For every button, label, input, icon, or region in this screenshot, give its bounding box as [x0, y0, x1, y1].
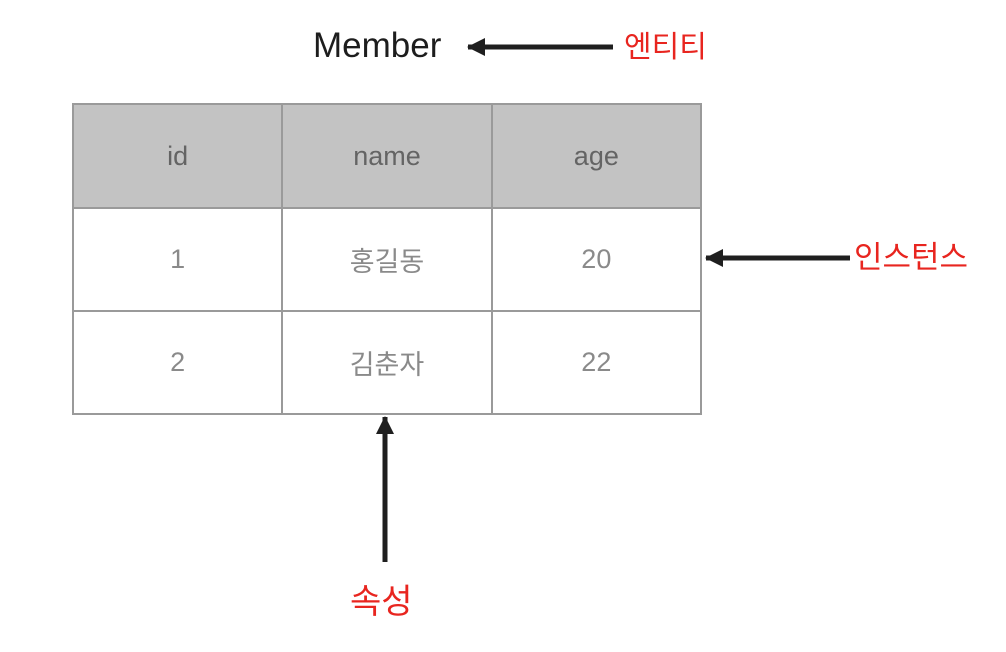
attribute-label: 속성	[350, 583, 413, 621]
table-cell: 22	[490, 310, 703, 415]
table-cell: 홍길동	[281, 207, 493, 312]
member-table: id name age 1 홍길동 20 2 김춘자 22	[71, 103, 703, 415]
table-header: id name age	[71, 103, 703, 209]
table-row: 1 홍길동 20	[71, 207, 703, 312]
entity-label: 엔티티	[624, 31, 707, 64]
table-row: 2 김춘자 22	[71, 310, 703, 415]
header-row: id name age	[71, 103, 703, 209]
column-header-name: name	[281, 103, 493, 209]
column-header-age: age	[490, 103, 703, 209]
table-cell: 2	[71, 310, 284, 415]
table-cell: 20	[490, 207, 703, 312]
table-body: 1 홍길동 20 2 김춘자 22	[71, 207, 703, 415]
instance-label: 인스턴스	[854, 240, 969, 275]
table-cell: 1	[71, 207, 284, 312]
entity-title: Member	[313, 26, 442, 65]
table-cell: 김춘자	[281, 310, 493, 415]
column-header-id: id	[71, 103, 284, 209]
